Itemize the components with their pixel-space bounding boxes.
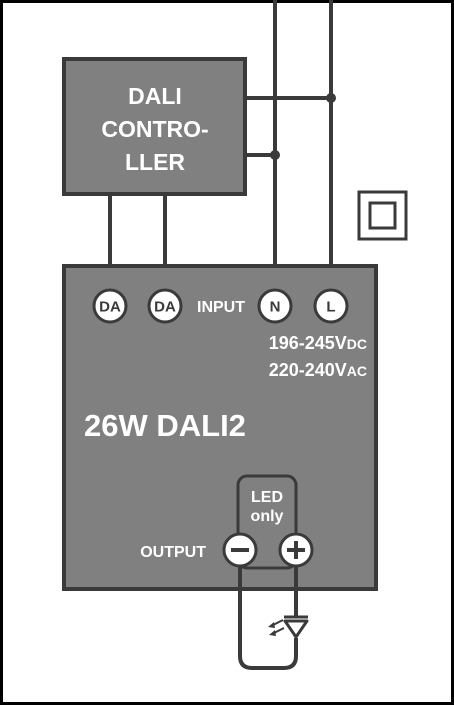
voltage-ac: 220-240VAC [269,360,367,380]
dali-controller: DALI CONTRO- LLER [62,57,247,196]
terminal-minus [222,532,258,568]
output-loop-wire [238,566,298,670]
mains-wires [245,0,333,290]
output-label: OUTPUT [140,544,206,561]
terminal-da1-label: DA [99,299,121,316]
led-driver: DA DA INPUT N L 196-245VDC 220-240VAC 26… [62,264,378,591]
terminal-l-label: L [326,299,335,316]
voltage-dc: 196-245VDC [269,333,367,353]
terminal-da2: DA [147,288,183,324]
junction-dot-l [326,93,336,103]
led-only-line1: LED [251,489,283,506]
voltage-dc-unit: DC [347,336,367,352]
double-insulation-icon [357,190,408,241]
terminal-n-label: N [270,299,281,316]
terminal-n: N [257,288,293,324]
controller-label-line3: LLER [125,149,185,175]
led-diode-icon [268,615,309,639]
junction-dot-n [270,150,280,160]
controller-label-line1: DALI [128,83,182,109]
led-only-line2: only [251,508,284,525]
terminal-l: L [313,288,349,324]
voltage-dc-value: 196-245V [269,333,347,353]
input-label: INPUT [197,299,245,316]
voltage-ac-value: 220-240V [269,360,347,380]
driver-title: 26W DALI2 [84,408,246,443]
led-only-enclosure [236,474,298,570]
voltage-ac-unit: AC [347,363,367,379]
terminal-da1: DA [92,288,128,324]
controller-box [62,57,247,196]
terminal-da2-label: DA [154,299,176,316]
terminal-plus [278,532,314,568]
controller-label-line2: CONTRO- [101,116,208,142]
